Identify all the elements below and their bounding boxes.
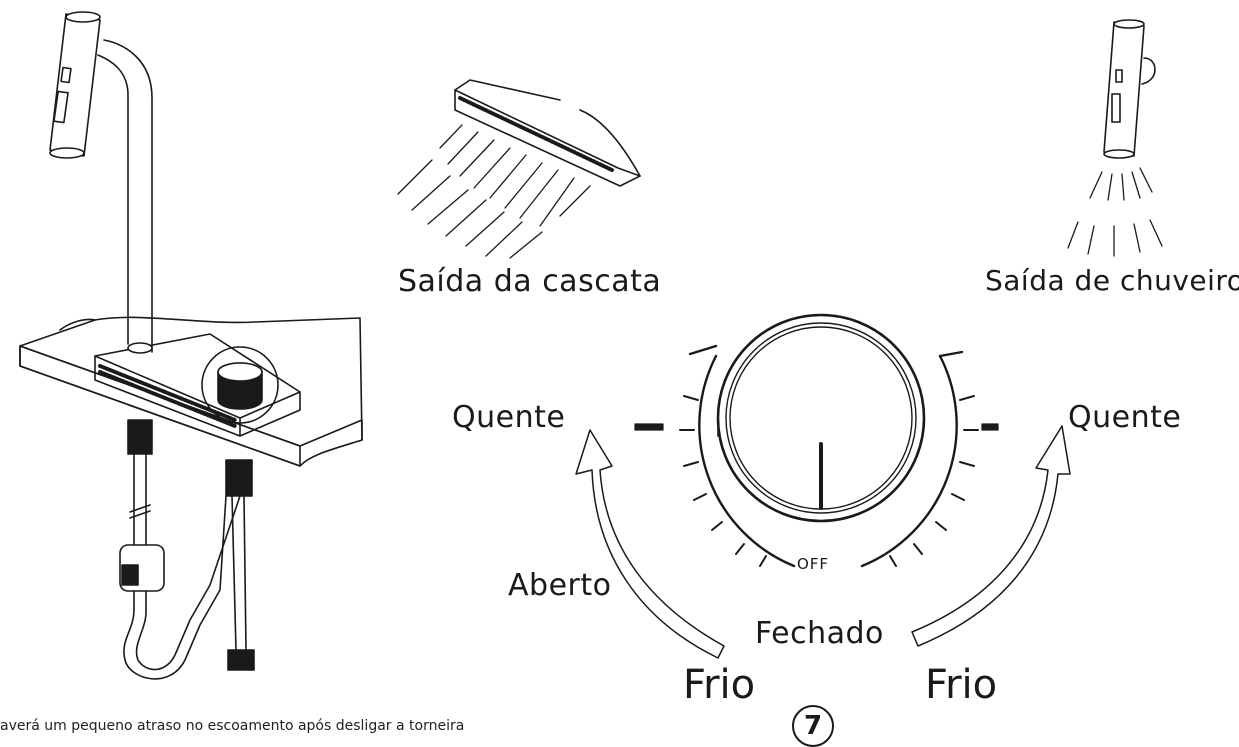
open-label: Aberto: [508, 568, 612, 603]
cold-left-label: Frio: [683, 662, 756, 708]
faucet-illustration: [19, 11, 363, 680]
footnote-text: averá um pequeno atraso no escoamento ap…: [0, 718, 465, 734]
hot-right-label: Quente: [1068, 400, 1182, 435]
temperature-dial: [634, 313, 999, 568]
cascade-outlet-illustration: [397, 79, 641, 259]
cold-right-label: Frio: [925, 662, 998, 708]
arrow-right: [911, 425, 1071, 647]
closed-label: Fechado: [755, 616, 884, 651]
step-number-badge: 7: [792, 705, 834, 747]
off-label: OFF: [797, 555, 830, 573]
shower-outlet-label: Saída de chuveiro: [985, 264, 1239, 297]
cascade-outlet-label: Saída da cascata: [398, 264, 662, 299]
arrow-left: [575, 429, 725, 659]
hot-marker-right: [981, 423, 999, 431]
shower-outlet-illustration: [1067, 19, 1163, 257]
hot-left-label: Quente: [452, 400, 566, 435]
hot-marker-left: [634, 423, 664, 431]
